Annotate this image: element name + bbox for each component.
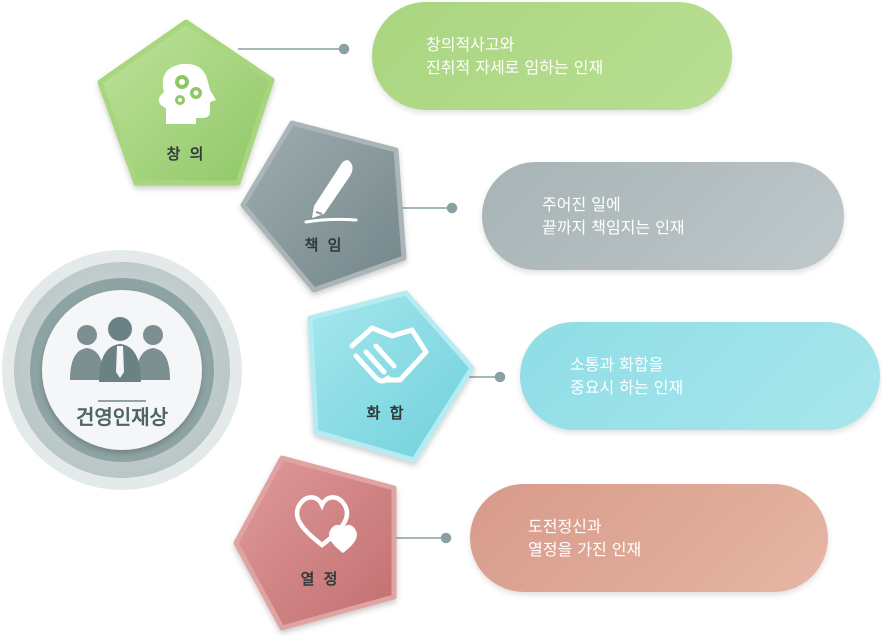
pentagon-passion	[233, 455, 397, 631]
description-pill-creativity: 창의적사고와 진취적 자세로 임하는 인재	[372, 2, 732, 110]
pentagon-label-creativity: 창 의	[166, 145, 206, 163]
connector-dot-1	[338, 43, 350, 55]
pentagon-label-passion: 열 정	[300, 570, 340, 588]
description-line: 창의적사고와	[426, 35, 515, 54]
pentagon-creativity	[97, 19, 275, 186]
pen-signature-icon	[304, 160, 358, 224]
pentagon-label-responsibility: 책 임	[304, 236, 344, 254]
hearts-icon	[294, 495, 357, 553]
pentagon-label-harmony: 화 합	[366, 404, 406, 422]
people-group-icon	[70, 317, 170, 382]
handshake-icon	[349, 325, 429, 384]
description-line: 진취적 자세로 임하는 인재	[426, 58, 604, 77]
description-line: 열정을 가진 인재	[528, 540, 642, 559]
description-pill-harmony: 소통과 화합을 중요시 하는 인재	[520, 322, 880, 430]
pentagon-responsibility	[240, 120, 407, 293]
connector-dot-2	[446, 202, 458, 214]
description-line: 도전정신과	[528, 517, 602, 536]
head-gears-icon	[158, 63, 216, 124]
connector-dot-4	[440, 532, 452, 544]
pentagon-harmony	[307, 290, 475, 463]
connector-dot-3	[494, 371, 506, 383]
description-line: 끝까지 책임지는 인재	[542, 218, 685, 237]
center-badge	[2, 250, 242, 490]
description-line: 소통과 화합을	[570, 355, 664, 374]
center-title: 건영인재상	[76, 405, 168, 429]
description-pill-responsibility: 주어진 일에 끝까지 책임지는 인재	[482, 162, 844, 270]
description-line: 중요시 하는 인재	[570, 378, 684, 397]
description-line: 주어진 일에	[542, 195, 621, 214]
description-pill-passion: 도전정신과 열정을 가진 인재	[470, 484, 828, 592]
